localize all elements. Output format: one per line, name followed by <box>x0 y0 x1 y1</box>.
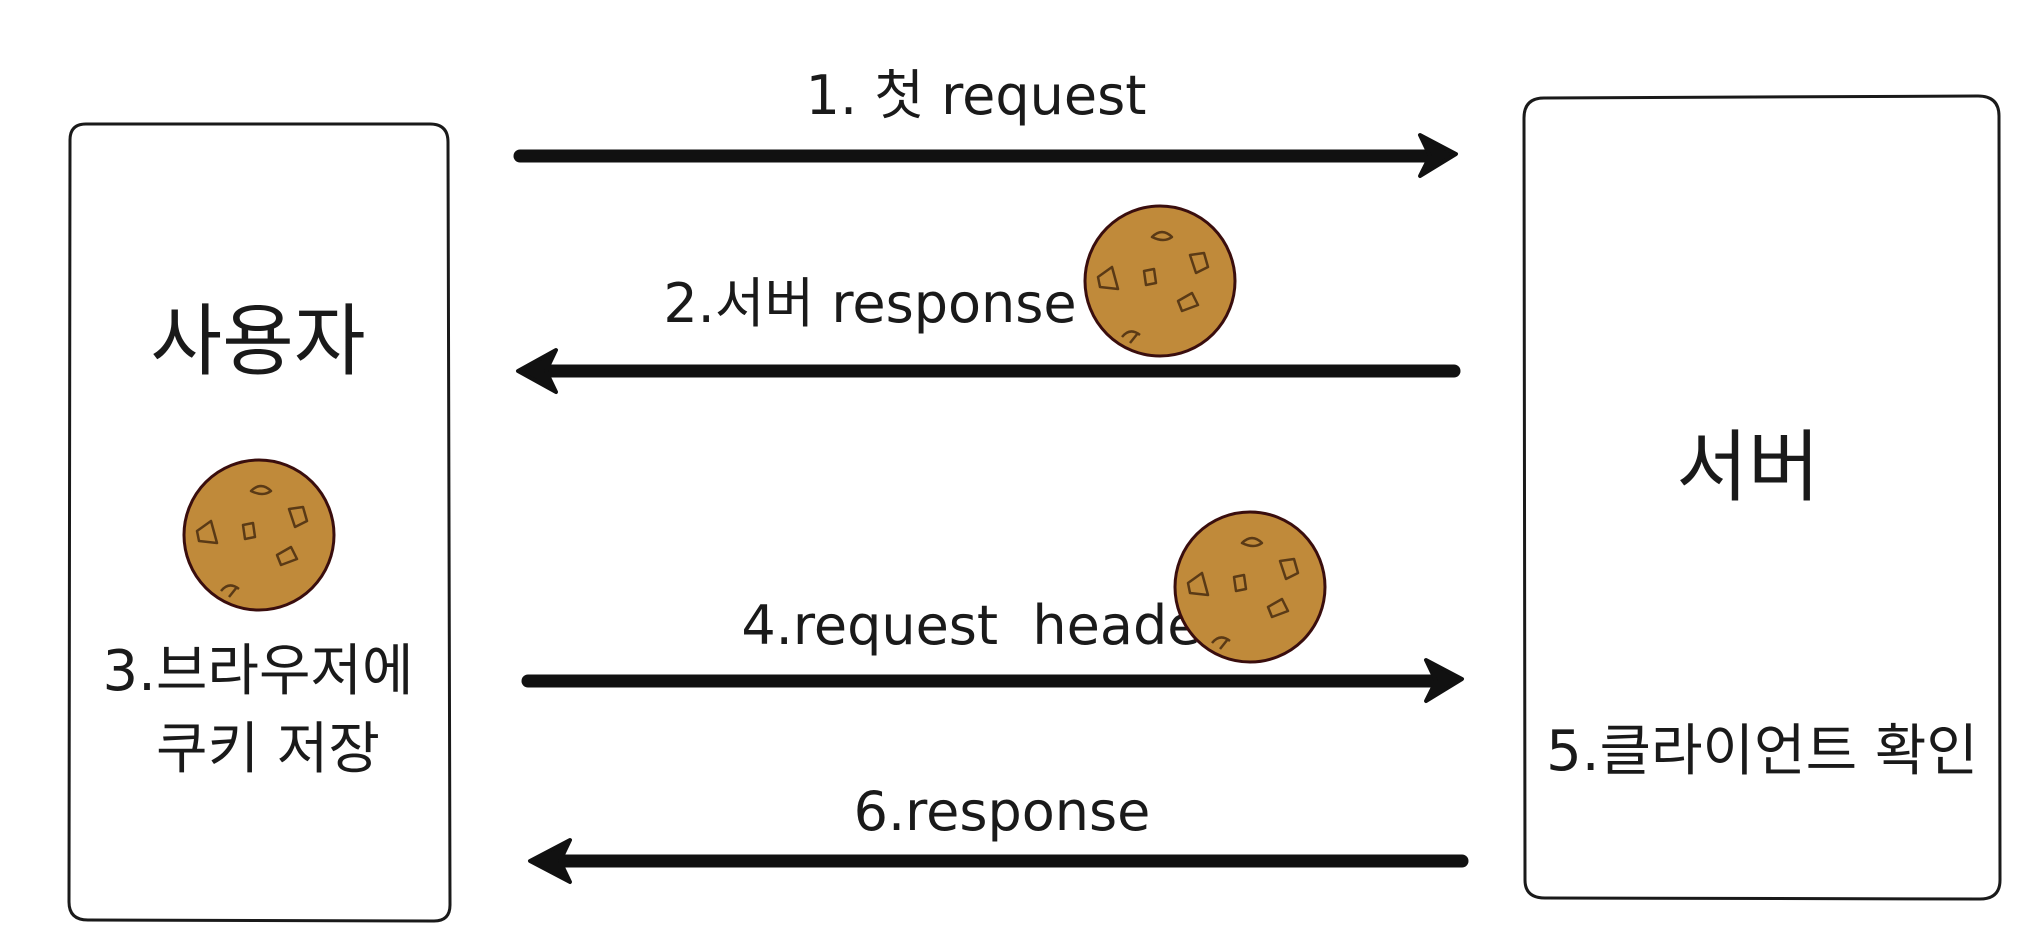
edge-first-request: 1. 첫 request <box>513 64 1458 178</box>
cookie-icon <box>1083 204 1237 358</box>
arrowhead-right-icon <box>1424 658 1464 703</box>
edge-server-response: 2.서버 response <box>516 204 1461 394</box>
arrowhead-left-icon <box>516 348 558 394</box>
client-note-line2: 쿠키 저장 <box>156 717 380 782</box>
edge-label-2: 2.서버 response <box>663 272 1076 335</box>
client-node: 사용자 3.브라우저에 쿠키 저장 <box>67 122 452 923</box>
server-node: 서버 5.클라이언트 확인 <box>1522 94 2002 901</box>
client-note-line1: 3.브라우저에 <box>102 639 413 704</box>
edge-request-header: 4.request header <box>521 510 1464 703</box>
edge-label-6: 6.response <box>854 780 1151 843</box>
arrowhead-right-icon <box>1418 133 1458 178</box>
server-box <box>1522 94 2002 901</box>
cookie-icon <box>182 458 336 612</box>
server-note: 5.클라이언트 확인 <box>1546 719 1978 784</box>
edge-label-1: 1. 첫 request <box>806 64 1147 127</box>
client-title: 사용자 <box>150 297 365 387</box>
cookie-icon <box>1173 510 1327 664</box>
edge-label-4: 4.request header <box>741 594 1223 657</box>
server-title: 서버 <box>1676 423 1820 513</box>
arrowhead-left-icon <box>528 838 572 884</box>
edge-final-response: 6.response <box>528 780 1469 884</box>
